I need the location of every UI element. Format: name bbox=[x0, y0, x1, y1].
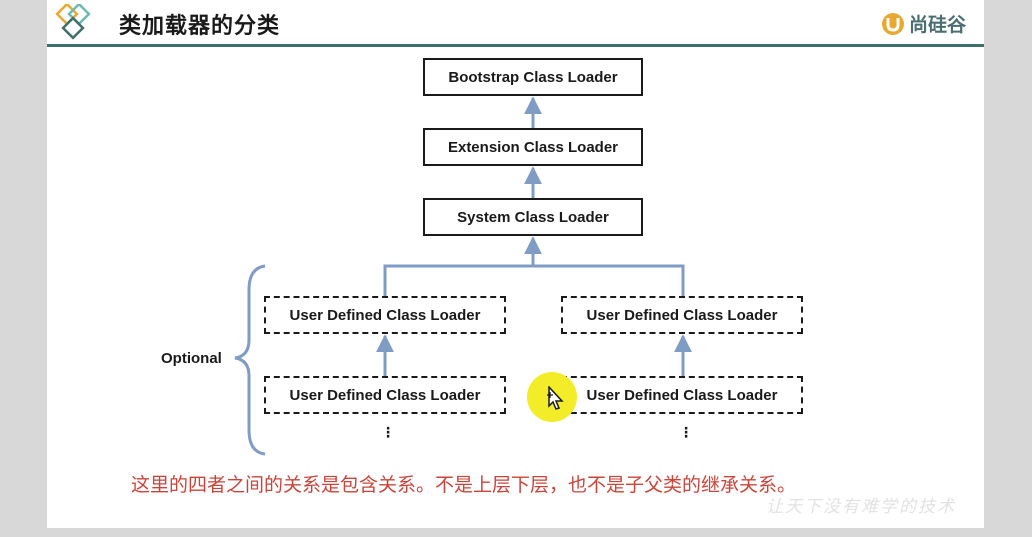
optional-label: Optional bbox=[161, 350, 222, 367]
watermark: 让天下没有难学的技术 bbox=[766, 497, 956, 517]
logo-diamond-icon bbox=[55, 4, 91, 40]
brand-u-icon bbox=[881, 12, 904, 35]
connector-user-to-system bbox=[383, 264, 685, 296]
page-title: 类加载器的分类 bbox=[119, 14, 281, 39]
ellipsis-right: ⋮ bbox=[679, 424, 693, 440]
user-defined-loader-right-top: User Defined Class Loader bbox=[561, 296, 803, 334]
header-divider bbox=[47, 44, 984, 47]
user-defined-loader-left-top: User Defined Class Loader bbox=[264, 296, 506, 334]
extension-class-loader: Extension Class Loader bbox=[423, 128, 643, 166]
brand-name: 尚硅谷 bbox=[908, 14, 966, 36]
move-cursor-icon bbox=[547, 386, 564, 410]
hierarchy-connectors bbox=[234, 96, 692, 456]
bootstrap-class-loader: Bootstrap Class Loader bbox=[423, 58, 643, 96]
ellipsis-left: ⋮ bbox=[381, 424, 395, 440]
user-defined-loader-right-bottom: User Defined Class Loader bbox=[561, 376, 803, 414]
system-class-loader: System Class Loader bbox=[423, 198, 643, 236]
user-defined-loader-left-bottom: User Defined Class Loader bbox=[264, 376, 506, 414]
brand-logo: 尚硅谷 bbox=[881, 10, 966, 37]
slide-header: 类加载器的分类 尚硅谷 bbox=[47, 0, 984, 47]
slide: 类加载器的分类 尚硅谷 Bootstrap Class Loader bbox=[47, 0, 984, 528]
optional-brace bbox=[234, 264, 266, 456]
relationship-caption: 这里的四者之间的关系是包含关系。不是上层下层，也不是子父类的继承关系。 bbox=[131, 474, 797, 496]
